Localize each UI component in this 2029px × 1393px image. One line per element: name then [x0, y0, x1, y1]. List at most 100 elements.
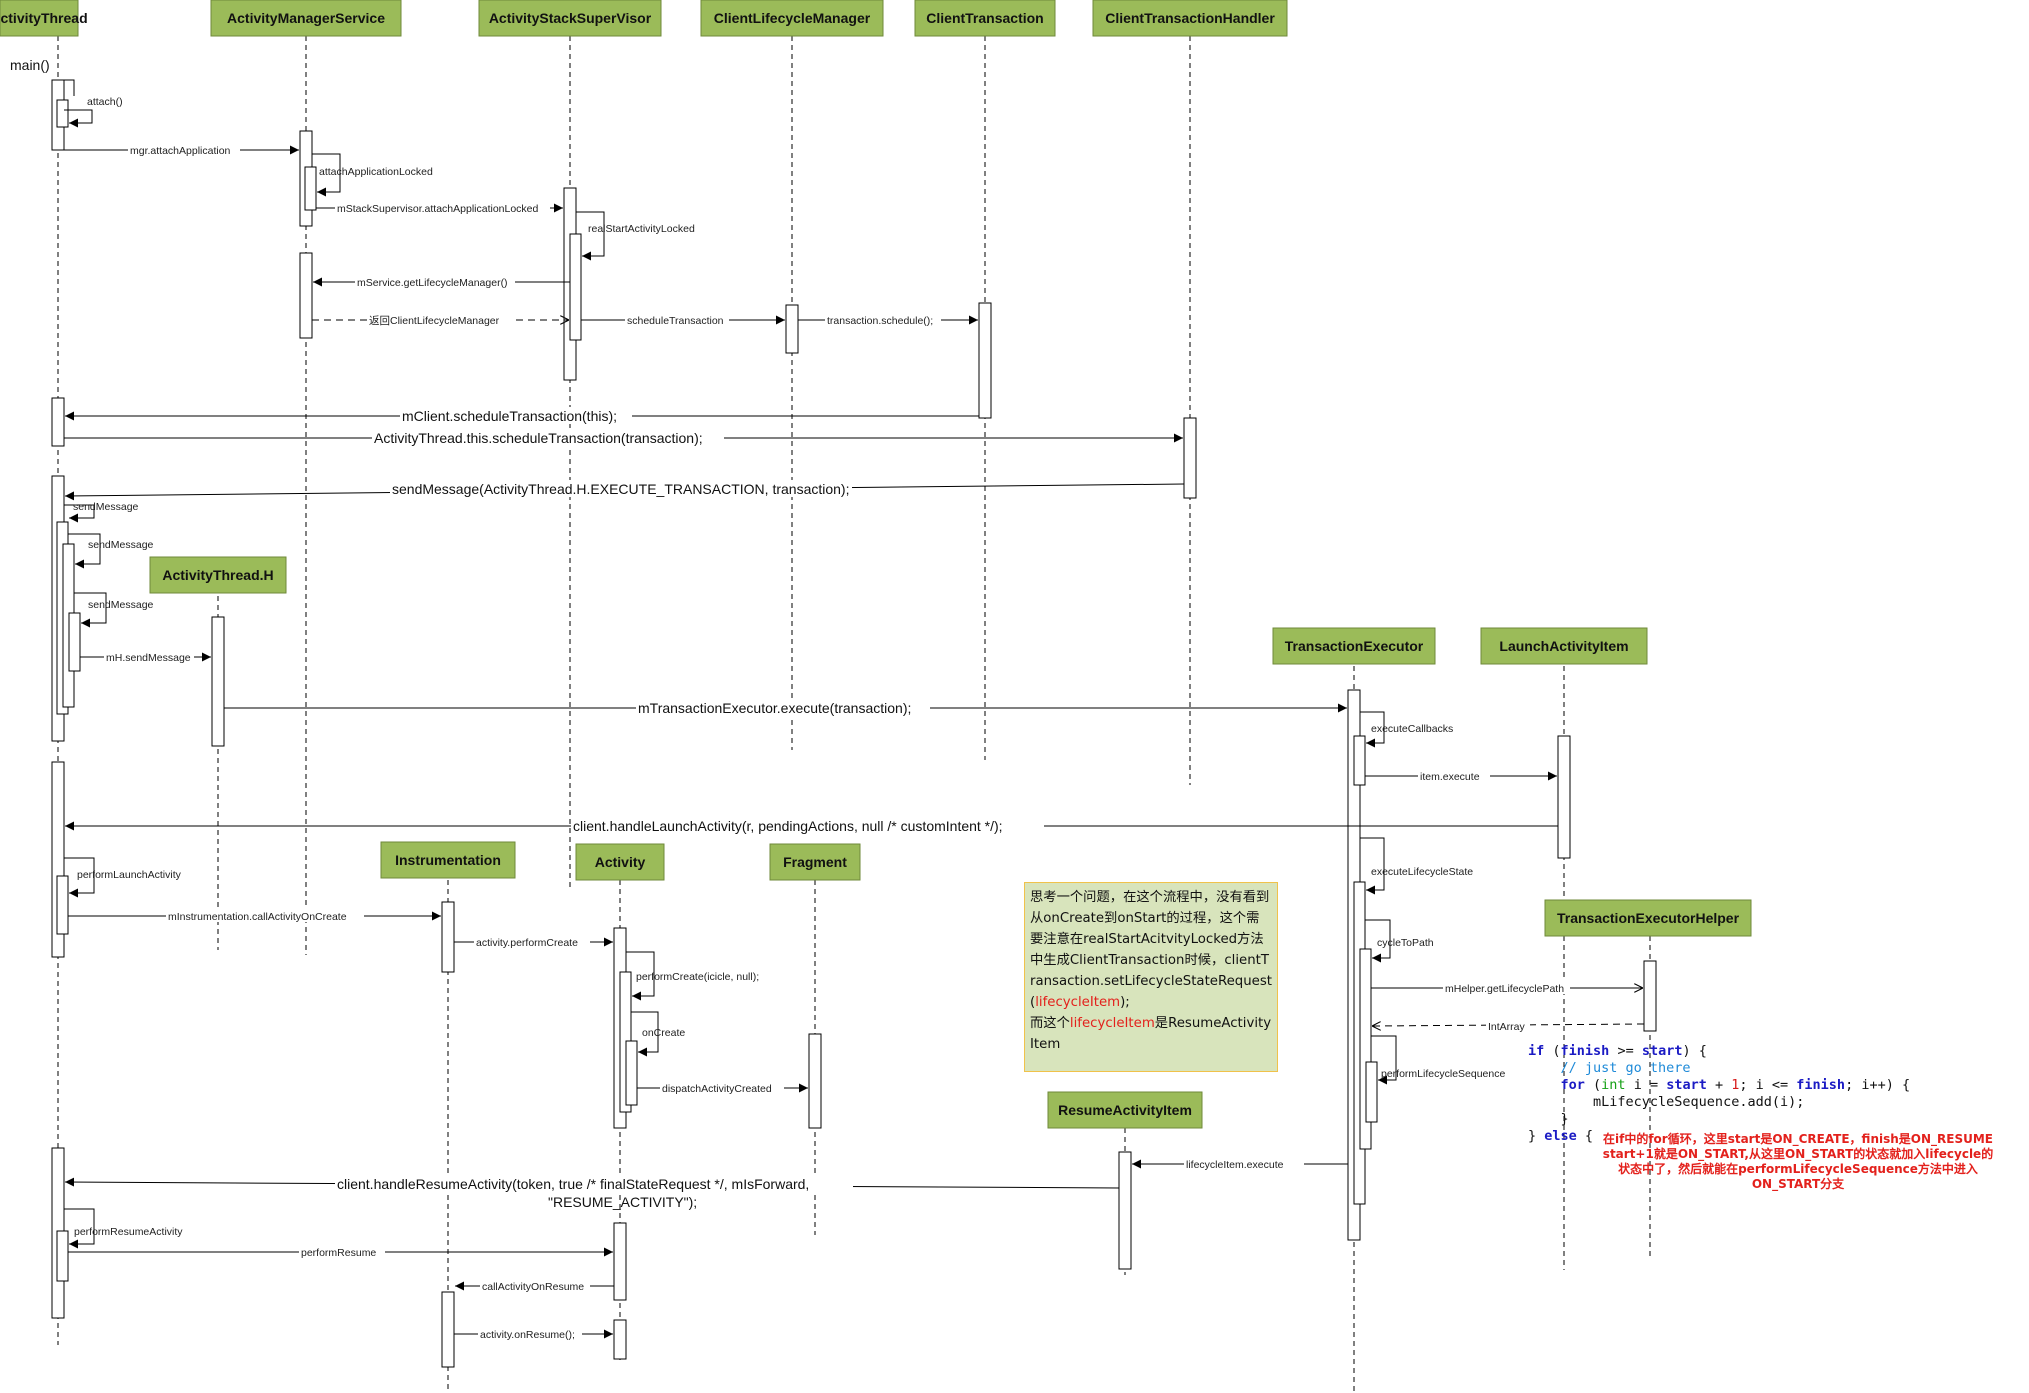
participant-ams: ActivityManagerService: [210, 0, 402, 37]
note-highlight-2: lifecycleItem: [1069, 1016, 1155, 1031]
arrow-attach: [64, 109, 93, 128]
act-te-cb: [1353, 735, 1366, 786]
participant-ath: ActivityThread.H: [149, 556, 287, 594]
act-te-ctp: [1359, 948, 1372, 1150]
arrow-main: [64, 79, 75, 96]
act-activity-oc: [625, 1040, 638, 1106]
act-teh: [1643, 960, 1657, 1032]
label-getlm: mService.getLifecycleManager(): [357, 277, 508, 289]
note-box: 思考一个问题，在这个流程中，没有看到从onCreate到onStart的过程，这…: [1024, 882, 1278, 1072]
svg-text:TransactionExecutor: TransactionExecutor: [1285, 638, 1424, 654]
label-retclm: 返回ClientLifecycleManager: [369, 315, 500, 327]
note-highlight-1: lifecycleItem: [1035, 995, 1121, 1010]
participant-assv: ActivityStackSuperVisor: [478, 0, 662, 37]
act-activity-2: [613, 1222, 627, 1301]
act-at-perfresume: [56, 1230, 69, 1282]
act-ct: [978, 302, 992, 419]
arrow-sm1: [64, 504, 95, 523]
note-text-1: 思考一个问题，在这个流程中，没有看到从onCreate到onStart的过程，这…: [1030, 890, 1272, 1010]
main-label: main(): [10, 57, 50, 73]
act-instr-1: [441, 901, 455, 973]
label-attachapp: mgr.attachApplication: [130, 145, 231, 157]
svg-text:TransactionExecutorHelper: TransactionExecutorHelper: [1557, 910, 1740, 926]
label-onresume: activity.onResume();: [480, 1329, 575, 1341]
svg-text:ClientTransaction: ClientTransaction: [926, 10, 1043, 26]
label-realstart: realStartActivityLocked: [588, 223, 695, 235]
label-perfresume: performResume: [301, 1247, 376, 1259]
act-ath: [211, 616, 225, 747]
participant-teh: TransactionExecutorHelper: [1544, 899, 1752, 937]
label-intarray: IntArray: [1488, 1021, 1526, 1033]
label-perfcreate: activity.performCreate: [476, 937, 578, 949]
act-ams-2: [299, 252, 313, 339]
label-schedtx: scheduleTransaction: [627, 315, 724, 327]
svg-text:Instrumentation: Instrumentation: [395, 852, 501, 868]
red-annotation: 在if中的for循环，这里start是ON_CREATE，finish是ON_R…: [1602, 1132, 1994, 1191]
label-sendmsgexec: sendMessage(ActivityThread.H.EXECUTE_TRA…: [392, 481, 849, 497]
act-instr-2: [441, 1291, 455, 1368]
arrow-execls: [1360, 837, 1385, 895]
arrow-cyclepath: [1365, 919, 1391, 963]
participant-instr: Instrumentation: [380, 841, 516, 879]
arrow-oncreate: [631, 1011, 659, 1057]
svg-text:Activity: Activity: [595, 854, 646, 870]
svg-text:ActivityThread: ActivityThread: [0, 10, 88, 26]
code-snippet: if (finish >= start) { // just go there …: [1528, 1043, 1911, 1144]
message-labels: attach() mgr.attachApplication attachApp…: [73, 96, 1570, 1341]
participants: ActivityThread ActivityManagerService Ac…: [0, 0, 1752, 1129]
label-perfresumeact: performResumeActivity: [74, 1226, 183, 1238]
act-cth: [1183, 417, 1197, 499]
svg-text:ActivityManagerService: ActivityManagerService: [227, 10, 385, 26]
arrow-realstart: [576, 211, 605, 261]
label-mhsend: mH.sendMessage: [106, 652, 191, 664]
act-rai: [1118, 1151, 1132, 1270]
arrow-sm2: [68, 533, 101, 569]
svg-text:LaunchActivityItem: LaunchActivityItem: [1499, 638, 1628, 654]
participant-te: TransactionExecutor: [1272, 627, 1436, 665]
participant-lai: LaunchActivityItem: [1480, 627, 1648, 665]
participant-activitythread: ActivityThread: [0, 0, 88, 37]
activations: [51, 79, 1657, 1368]
arrow-attachlocked: [312, 153, 341, 197]
label-ssattach: mStackSupervisor.attachApplicationLocked: [337, 203, 539, 215]
label-perfseq: performLifecycleSequence: [1381, 1068, 1505, 1080]
svg-text:ActivityThread.H: ActivityThread.H: [162, 567, 273, 583]
label-atsched: ActivityThread.this.scheduleTransaction(…: [374, 430, 703, 446]
act-at-recv: [51, 397, 65, 447]
label-lcexec: lifecycleItem.execute: [1186, 1159, 1284, 1171]
label-dispatch: dispatchActivityCreated: [662, 1083, 772, 1095]
participant-fragment: Fragment: [769, 843, 861, 881]
svg-text:ResumeActivityItem: ResumeActivityItem: [1058, 1102, 1192, 1118]
label-sm3: sendMessage: [88, 599, 154, 611]
label-oncreate: onCreate: [642, 1027, 685, 1039]
label-handleresume-1: client.handleResumeActivity(token, true …: [337, 1176, 809, 1192]
label-itemexec: item.execute: [1420, 771, 1480, 783]
participant-clm: ClientLifecycleManager: [700, 0, 884, 37]
participant-ct: ClientTransaction: [914, 0, 1056, 37]
act-at-attach: [56, 99, 69, 128]
label-txsched: transaction.schedule();: [827, 315, 933, 327]
label-handleresume-2: "RESUME_ACTIVITY");: [548, 1194, 697, 1210]
act-ams-locked: [304, 166, 317, 211]
arrow-perfresumeact: [64, 1208, 95, 1249]
arrow-execcb: [1360, 711, 1385, 748]
participant-cth: ClientTransactionHandler: [1092, 0, 1288, 37]
svg-text:ClientTransactionHandler: ClientTransactionHandler: [1105, 10, 1275, 26]
participant-rai: ResumeActivityItem: [1047, 1091, 1203, 1129]
svg-text:ClientLifecycleManager: ClientLifecycleManager: [714, 10, 871, 26]
act-assv-real: [569, 233, 582, 341]
svg-text:ActivityStackSuperVisor: ActivityStackSuperVisor: [489, 10, 652, 26]
arrow-perfcreate2: [626, 951, 655, 1001]
svg-text:Fragment: Fragment: [783, 854, 847, 870]
label-perfcreate2: performCreate(icicle, null);: [636, 971, 759, 983]
label-handlelaunch: client.handleLaunchActivity(r, pendingAc…: [573, 818, 1003, 834]
note-text-2: );: [1120, 995, 1130, 1010]
act-at-sm3: [68, 612, 81, 672]
arrow-perflaunch: [64, 857, 95, 898]
act-activity-3: [613, 1319, 627, 1360]
label-sm2: sendMessage: [88, 539, 154, 551]
label-callcreate: mInstrumentation.callActivityOnCreate: [168, 911, 347, 923]
label-callresume: callActivityOnResume: [482, 1281, 584, 1293]
label-perflaunch: performLaunchActivity: [77, 869, 182, 881]
